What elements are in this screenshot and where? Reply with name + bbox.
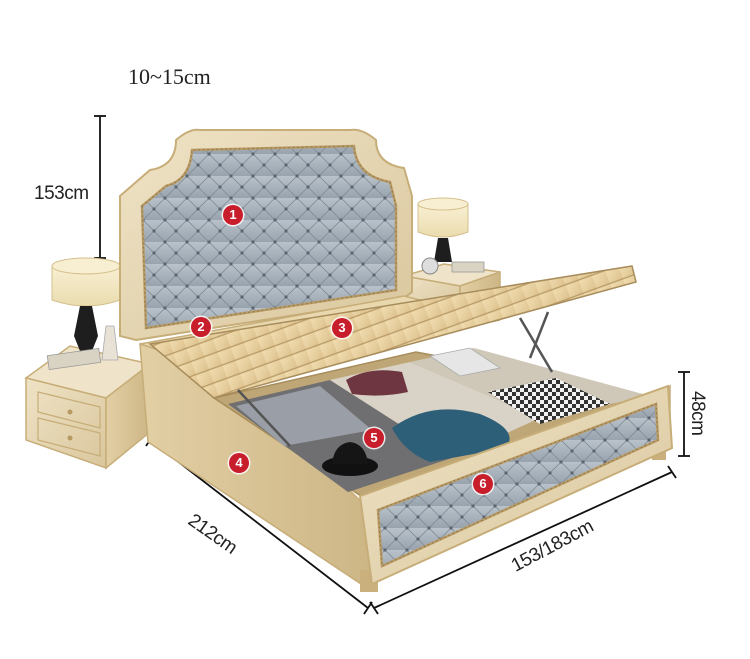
callout-badge-6: 6 <box>473 474 493 494</box>
left-table-lamp <box>46 257 121 371</box>
callout-badge-1: 1 <box>223 205 243 225</box>
bed-height-label: 48cm <box>687 391 708 436</box>
right-table-lamp <box>417 197 485 275</box>
headboard <box>119 128 413 342</box>
lifted-slat-platform <box>148 265 637 447</box>
callout-badge-4: 4 <box>229 453 249 473</box>
callout-badge-3: 3 <box>332 318 352 338</box>
footboard <box>358 384 674 586</box>
headboard-height-label: 153cm <box>34 183 89 204</box>
mattress-thickness-label: 10~15cm <box>128 64 211 89</box>
callout-badge-2: 2 <box>191 317 211 337</box>
storage-compartment <box>212 347 663 499</box>
callout-badge-5: 5 <box>364 428 384 448</box>
